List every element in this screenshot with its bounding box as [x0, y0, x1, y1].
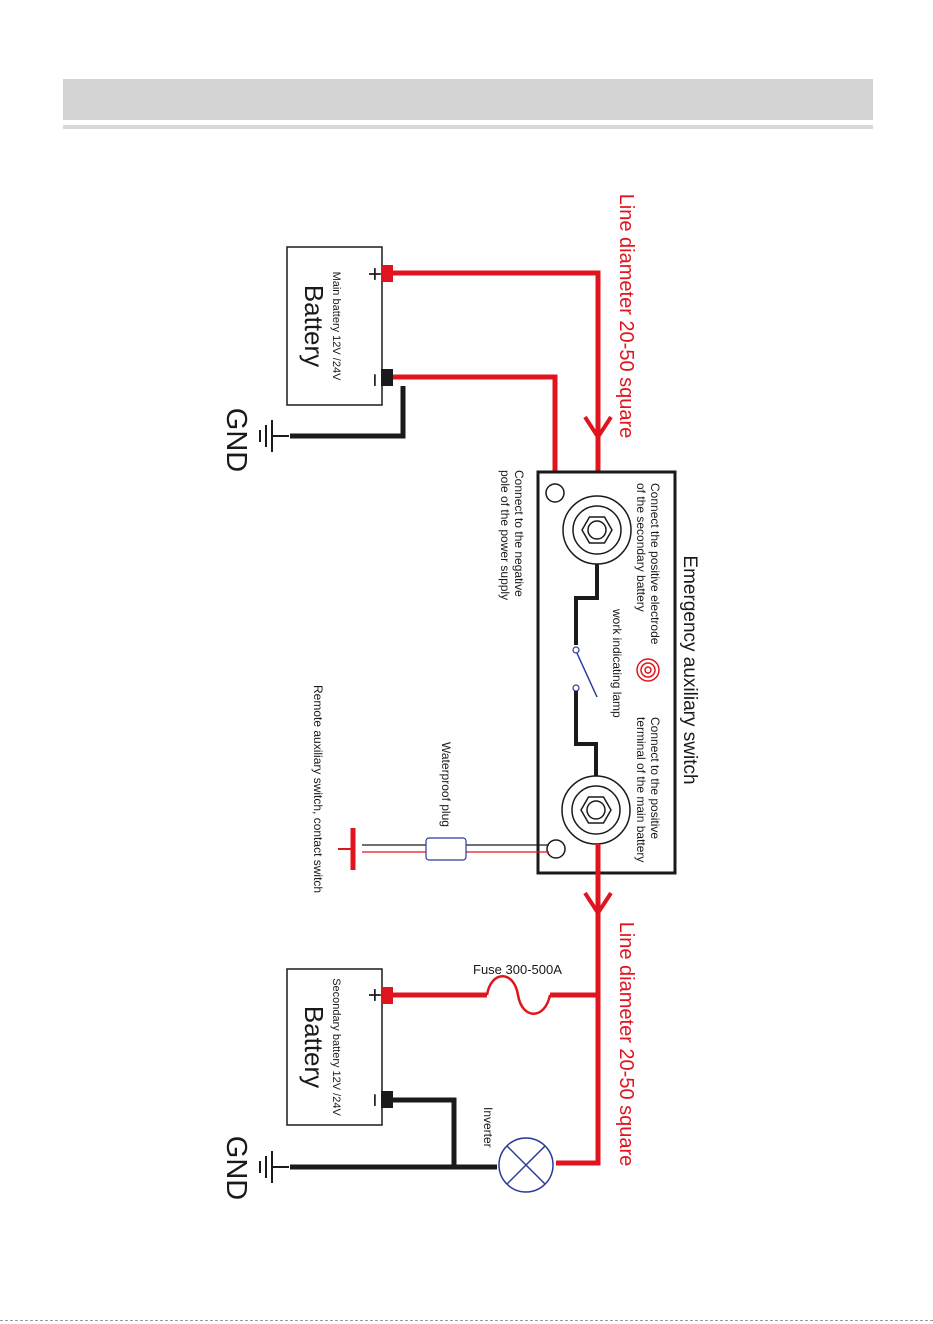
main-battery-positive-terminal [381, 265, 393, 282]
switch-contact-icon [575, 650, 598, 698]
main-battery-negative-terminal [381, 369, 393, 386]
gnd-label-bottom: GND [220, 1136, 252, 1200]
negative-pole-label-2: pole of the power supply [498, 470, 512, 600]
negative-pole-label-1: Connect to the negative [512, 470, 526, 597]
remote-switch-label: Remote auxiliary switch, contact switch [311, 685, 325, 893]
line-diameter-label-bottom: Line diameter 20-50 square [615, 922, 637, 1167]
main-battery: + − Main battery 12V /24V Battery [286, 246, 388, 406]
secondary-battery-positive-terminal [381, 987, 393, 1004]
switch-contact-point-bottom [572, 684, 580, 692]
page-bottom-divider [0, 1320, 933, 1321]
line-diameter-label-top: Line diameter 20-50 square [615, 194, 637, 439]
lamp-label: work indicating lamp [610, 608, 624, 718]
main-ground-wire [290, 386, 406, 439]
emergency-auxiliary-switch: Emergency auxiliary switch Connect the p… [536, 470, 700, 875]
fuse-label: Fuse 300-500A [473, 962, 562, 977]
fuse-icon [485, 975, 552, 1015]
negative-pole-connector-icon [545, 483, 565, 503]
inverter-icon [498, 1137, 554, 1193]
top-line-arrow [583, 415, 613, 441]
main-positive-label-2: terminal of the main battery [634, 717, 648, 862]
header-bar [63, 79, 873, 120]
remote-switch-connector-icon [546, 839, 566, 859]
ground-icon-top [259, 420, 289, 452]
secondary-battery-subtitle: Secondary battery 12V /24V [330, 978, 342, 1116]
main-positive-wire [393, 270, 601, 500]
secondary-battery-title: Battery [299, 1006, 329, 1088]
secondary-positive-main-wire [556, 844, 601, 1166]
ground-icon-bottom [259, 1151, 289, 1183]
main-battery-subtitle: Main battery 12V /24V [330, 272, 342, 382]
secondary-negative-wire [393, 1097, 457, 1167]
secondary-positive-terminal-icon [562, 495, 632, 565]
header-divider [63, 125, 873, 129]
switch-contact-point-top [572, 646, 580, 654]
switch-title: Emergency auxiliary switch [679, 555, 700, 784]
secondary-positive-label-1: Connect the positive electrode [648, 483, 662, 645]
inverter-label: Inverter [481, 1107, 495, 1148]
waterproof-plug-icon [425, 837, 467, 861]
main-positive-terminal-icon [561, 775, 631, 845]
bottom-line-arrow [583, 891, 613, 917]
main-positive-label-1: Connect to the positive [648, 717, 662, 839]
secondary-battery: + − Secondary battery 12V /24V Battery [286, 968, 388, 1126]
gnd-label-top: GND [220, 408, 252, 472]
waterproof-plug-label: Waterproof plug [439, 742, 453, 827]
negative-pole-wire [393, 374, 558, 488]
main-battery-title: Battery [299, 285, 329, 367]
secondary-positive-label-2: of the secondary battery [634, 483, 648, 612]
secondary-battery-negative-terminal [381, 1091, 393, 1108]
internal-switch-link-lower [574, 690, 598, 776]
internal-switch-link [574, 564, 599, 645]
work-indicating-lamp-icon [636, 658, 660, 682]
